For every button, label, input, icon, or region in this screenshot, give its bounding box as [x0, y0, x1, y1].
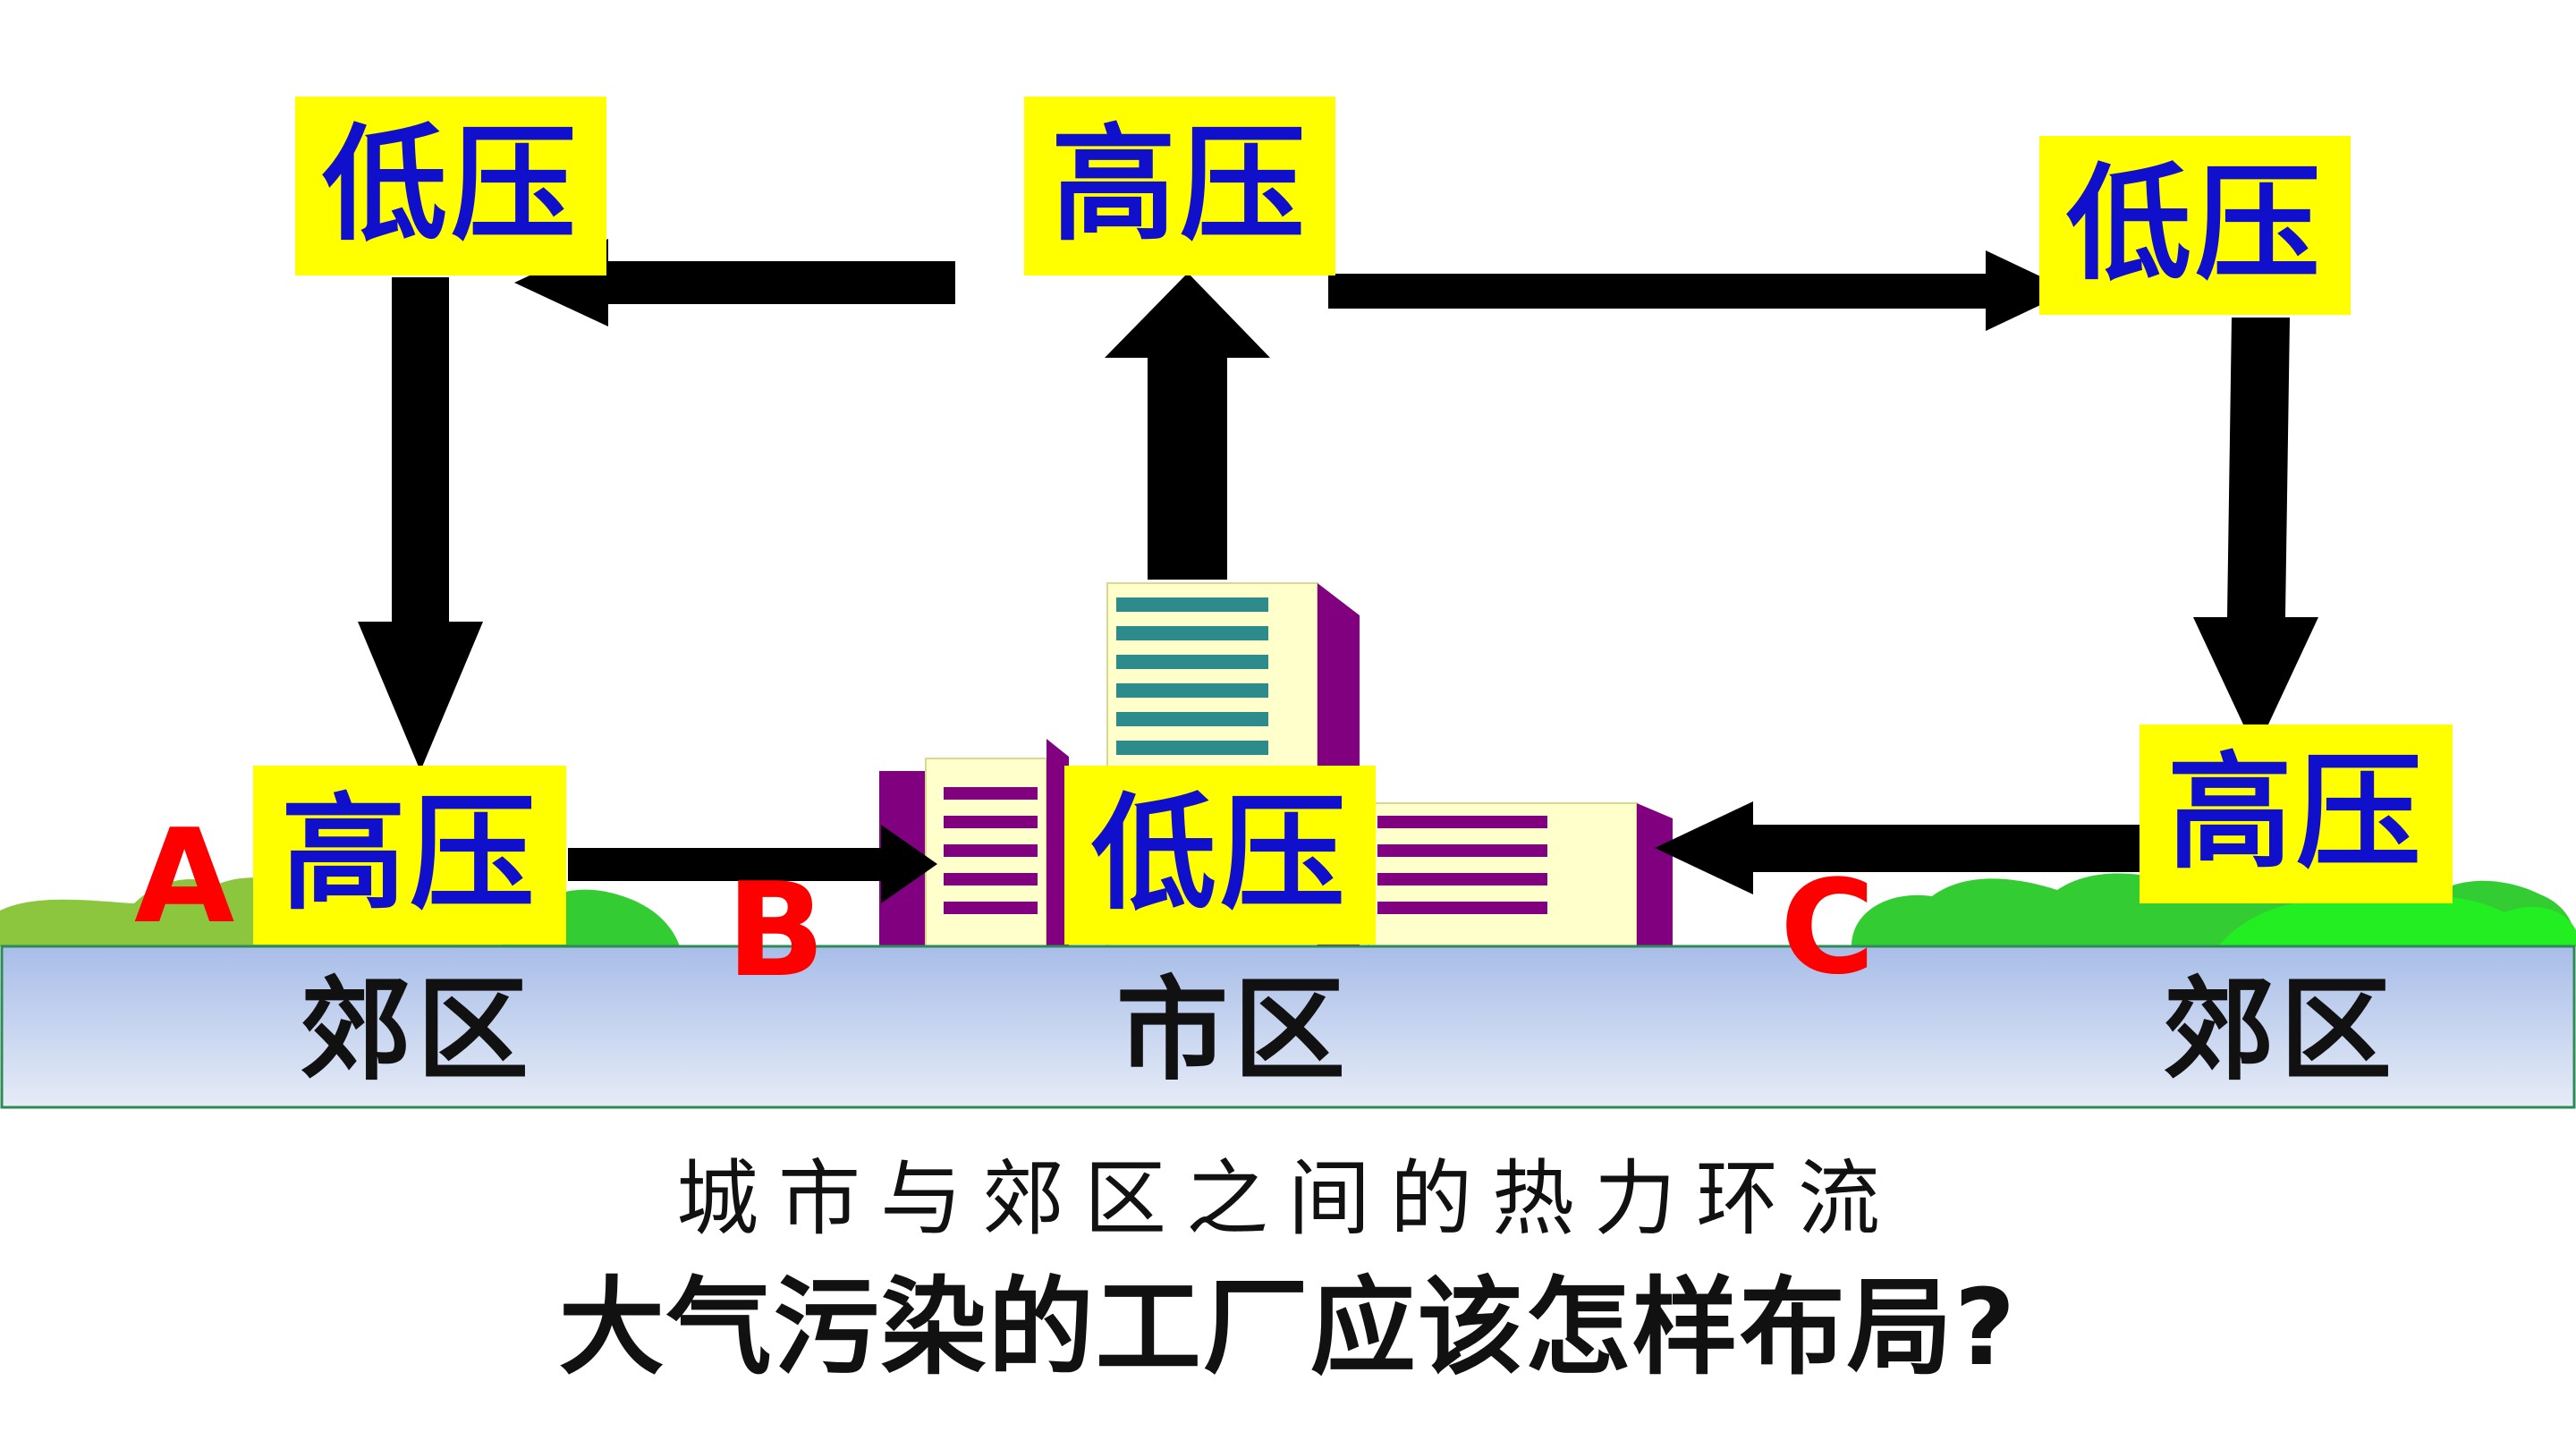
- point-a: A: [134, 801, 235, 953]
- pressure-label-top-left: 低压: [295, 97, 606, 275]
- point-c: C: [1780, 852, 1876, 1004]
- arrow-bottom-left: [568, 825, 937, 903]
- arrow-top-left: [514, 239, 955, 326]
- region-label-right: 郊区: [2163, 966, 2397, 1096]
- building-left-side: [1046, 739, 1069, 946]
- pressure-label-top-right: 低压: [2039, 136, 2351, 315]
- vegetation-right-bright: [2218, 895, 2576, 946]
- arrow-bottom-right: [1655, 801, 2147, 894]
- building-left-windows: [944, 787, 1038, 914]
- ground-strip: [0, 945, 2576, 1109]
- pressure-text-top-center: 高压: [1050, 113, 1309, 258]
- arrow-down-right: [2193, 318, 2318, 751]
- pressure-text-bottom-center: 低压: [1090, 782, 1349, 928]
- pressure-label-top-center: 高压: [1024, 97, 1335, 275]
- pressure-text-top-left: 低压: [321, 113, 580, 258]
- region-label-left: 郊区: [300, 966, 534, 1096]
- diagram-caption: 城市与郊区之间的热力环流: [675, 1151, 1900, 1247]
- building-right-windows: [1377, 816, 1547, 914]
- point-b: B: [726, 855, 826, 1006]
- pressure-label-bottom-left: 高压: [253, 766, 566, 945]
- region-label-center: 市区: [1116, 966, 1351, 1096]
- building-right-side: [1637, 803, 1673, 946]
- pressure-label-bottom-right: 高压: [2140, 724, 2453, 903]
- pressure-text-bottom-left: 高压: [280, 782, 538, 928]
- arrow-up-center: [1105, 273, 1270, 580]
- circulation-arrows: [358, 239, 2318, 903]
- question-text: 大气污染的工厂应该怎样布局?: [558, 1266, 2018, 1389]
- arrow-top-right: [1328, 250, 2071, 331]
- pressure-text-top-right: 低压: [2065, 152, 2324, 298]
- arrow-down-left: [358, 277, 483, 771]
- pressure-text-bottom-right: 高压: [2166, 741, 2425, 886]
- city-buildings: [879, 582, 1673, 947]
- pressure-label-bottom-center: 低压: [1064, 766, 1376, 945]
